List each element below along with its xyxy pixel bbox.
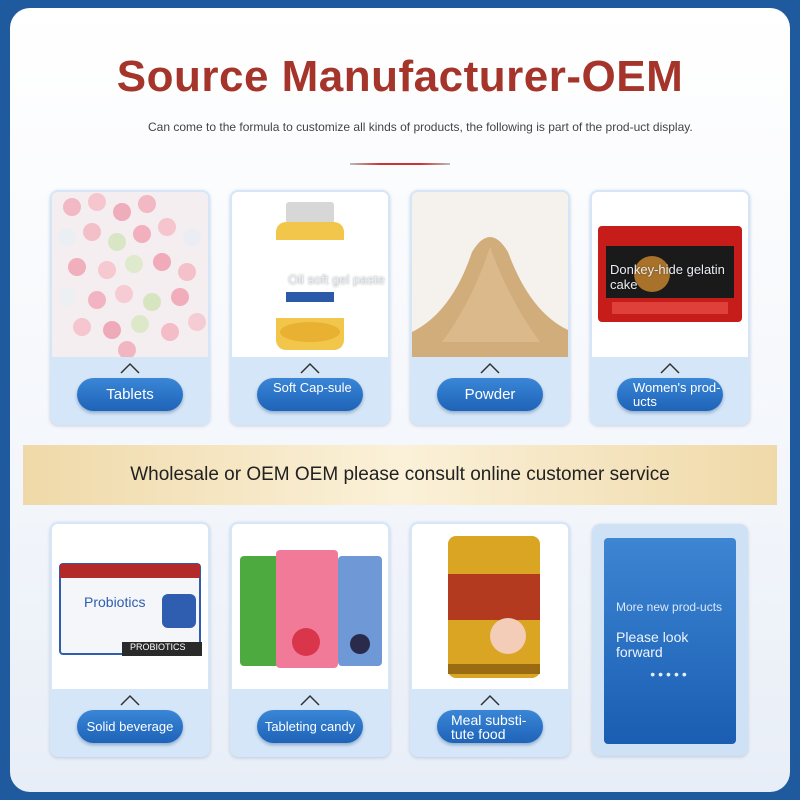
product-card-meal-substitute[interactable]: Meal substi-tute food [410, 522, 570, 757]
category-button-meal-substitute[interactable]: Meal substi-tute food [437, 710, 543, 743]
caret-up-icon [300, 694, 320, 706]
overlay-text-womens-products: Donkey-hide gelatin cake [610, 262, 725, 292]
soft-capsule-image [232, 192, 388, 357]
solid-beverage-image [52, 524, 208, 689]
product-card-solid-beverage[interactable]: Probiotics PROBIOTICS Solid beverage [50, 522, 210, 757]
caret-up-icon [120, 694, 140, 706]
title-divider [350, 163, 450, 165]
category-button-womens-products[interactable]: Women's prod-ucts [617, 378, 723, 411]
caret-up-icon [300, 362, 320, 374]
category-button-powder[interactable]: Powder [437, 378, 543, 411]
category-button-tableting-candy[interactable]: Tableting candy [257, 710, 363, 743]
product-card-soft-capsule[interactable]: Oil soft gel paste Soft Cap-sule [230, 190, 390, 425]
more-products-text: More new prod-ucts [616, 600, 723, 614]
meal-substitute-image [412, 524, 568, 689]
tableting-candy-image [232, 524, 388, 689]
more-products-card[interactable]: More new prod-ucts Please look forward •… [592, 524, 748, 756]
powder-image [412, 192, 568, 357]
probiotics-box-label: PROBIOTICS [130, 642, 186, 652]
consult-banner[interactable]: Wholesale or OEM OEM please consult onli… [23, 445, 777, 505]
ellipsis-dots: ••••• [650, 666, 690, 682]
category-button-tablets[interactable]: Tablets [77, 378, 183, 411]
product-card-tableting-candy[interactable]: Tableting candy [230, 522, 390, 757]
caret-up-icon [480, 362, 500, 374]
product-card-womens-products[interactable]: Donkey-hide gelatin cake Women's prod-uc… [590, 190, 750, 425]
category-button-solid-beverage[interactable]: Solid beverage [77, 710, 183, 743]
page-title: Source Manufacturer-OEM [116, 52, 684, 101]
look-forward-text: Please look forward [616, 629, 689, 660]
more-products-panel: More new prod-ucts Please look forward •… [604, 538, 736, 744]
product-card-powder[interactable]: Powder [410, 190, 570, 425]
category-button-soft-capsule[interactable]: Soft Cap-sule [257, 378, 363, 411]
tablets-image [52, 192, 208, 357]
caret-up-icon [120, 362, 140, 374]
page-subtitle: Can come to the formula to customize all… [148, 120, 693, 134]
caret-up-icon [660, 362, 680, 374]
probiotics-label: Probiotics [84, 594, 146, 610]
caret-up-icon [480, 694, 500, 706]
womens-products-image [592, 192, 748, 357]
overlay-text-soft-capsule: Oil soft gel paste [288, 272, 385, 287]
product-card-tablets[interactable]: Tablets [50, 190, 210, 425]
